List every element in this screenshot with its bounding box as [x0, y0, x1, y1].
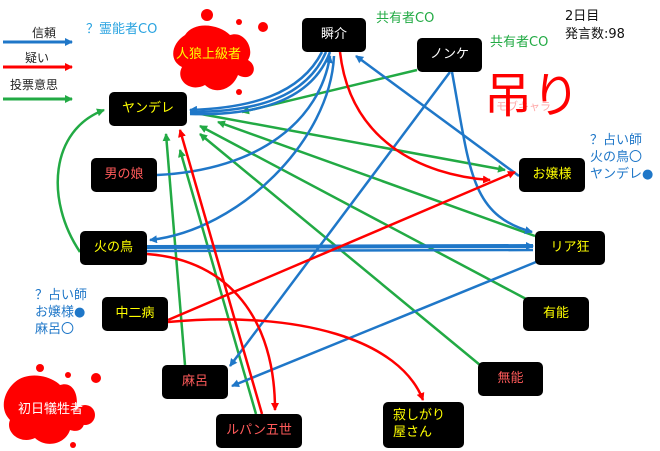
- seer-note-left: ？占い師 お嬢様● 麻呂〇: [35, 288, 87, 339]
- node-label: 無能: [497, 370, 524, 386]
- node-shunsuke: 瞬介: [302, 18, 366, 52]
- edge-trust-shunsuke-yandere-3: [189, 51, 332, 116]
- node-label: 男の娘: [104, 166, 144, 182]
- seer-note-line: ？占い師: [590, 133, 643, 148]
- node-label: 火の鳥: [93, 239, 133, 255]
- edge-vote-hinotori-yandere: [56, 108, 105, 253]
- legend-vote-label: 投票意思: [10, 78, 59, 92]
- edge-trust-shunsuke-yandere-2: [189, 51, 328, 114]
- node-label: 瞬介: [320, 26, 347, 42]
- seer-note-line: ？占い師: [35, 288, 88, 303]
- node-otokonoko: 男の娘: [91, 158, 157, 192]
- blood-splat-icon: [173, 9, 268, 95]
- seer-note-line: ヤンデレ●: [590, 166, 654, 182]
- node-label: 中二病: [115, 305, 155, 321]
- edge-vote-lupin-yandere: [178, 149, 258, 415]
- edge-suspect-chuunibyou-ojousama: [167, 170, 516, 322]
- edge-suspect-chuunibyou-sabishigari: [167, 318, 425, 401]
- node-label-line2: 屋さん: [393, 425, 433, 440]
- node-chuunibyou: 中二病: [102, 297, 168, 331]
- node-label: 有能: [542, 305, 569, 321]
- edge-suspect-shunsuke-ojousama: [338, 51, 491, 184]
- legend-suspect-label: 疑い: [25, 51, 50, 65]
- edge-trust-nonke-riakyou: [450, 71, 533, 235]
- post-count: 発言数:98: [565, 27, 625, 42]
- edge-trust-otokonoko-shunsuke: [156, 55, 333, 177]
- hang-sublabel: モブキャラ: [496, 100, 551, 113]
- node-lupin: ルパン五世: [216, 414, 302, 448]
- seer-note-line: 火の鳥〇: [590, 149, 643, 165]
- edge-trust-hinotori-riakyou-2: [146, 248, 534, 253]
- edge-trust-ojousama-shunsuke: [355, 54, 520, 178]
- node-shonichi: 初日犠牲者: [3, 393, 98, 427]
- edge-suspect-lupin-yandere: [178, 129, 264, 415]
- edge-vote-yuunou-yandere: [199, 124, 529, 302]
- node-sabishigari: 寂しがり 屋さん: [383, 402, 464, 448]
- node-label: ノンケ: [429, 46, 469, 62]
- edge-vote-riakyou-yandere: [217, 120, 536, 238]
- seer-note-line: お嬢様●: [35, 304, 86, 320]
- node-jinrou: 人狼上級者: [161, 38, 256, 72]
- edge-trust-shunsuke-hinotori: [149, 55, 336, 244]
- day-label: 2日目: [565, 9, 600, 24]
- edge-suspect-hinotori-lupin: [146, 252, 279, 411]
- edge-vote-yandere-ojousama: [189, 110, 506, 173]
- blood-splat-icon: [3, 364, 101, 448]
- node-yuunou: 有能: [523, 297, 589, 331]
- node-ojousama: お嬢様: [519, 158, 585, 192]
- sharer-co-note-1: 共有者CO: [376, 11, 435, 26]
- node-label: リア狂: [550, 239, 590, 255]
- edge-vote-maro-yandere: [162, 133, 187, 366]
- node-yandere: ヤンデレ: [109, 92, 187, 126]
- edge-trust-nonke-maro: [228, 71, 452, 367]
- node-hinotori: 火の鳥: [80, 231, 147, 265]
- sharer-co-note-2: 共有者CO: [490, 35, 549, 50]
- seer-note-line: 麻呂〇: [35, 321, 75, 337]
- node-label: ルパン五世: [226, 422, 292, 438]
- hang-label: 吊り: [484, 68, 581, 124]
- node-label: ヤンデレ: [121, 100, 174, 116]
- node-label: お嬢様: [532, 166, 572, 182]
- legend-trust-label: 信頼: [32, 26, 57, 40]
- node-label: 人狼上級者: [175, 46, 241, 62]
- seer-note-right: ？占い師 火の鳥〇 ヤンデレ●: [590, 133, 653, 184]
- medium-co-note: ？霊能者CO: [86, 22, 158, 37]
- edge-trust-riakyou-maro: [231, 260, 537, 388]
- node-label: 初日犠牲者: [17, 401, 83, 417]
- node-maro: 麻呂: [162, 365, 228, 399]
- node-nonke: ノンケ: [417, 38, 482, 72]
- node-riakyou: リア狂: [535, 231, 605, 265]
- edge-trust-shunsuke-yandere: [189, 51, 324, 114]
- node-label: 麻呂: [181, 373, 208, 389]
- node-label-line1: 寂しがり: [393, 408, 446, 424]
- node-munou: 無能: [478, 362, 543, 396]
